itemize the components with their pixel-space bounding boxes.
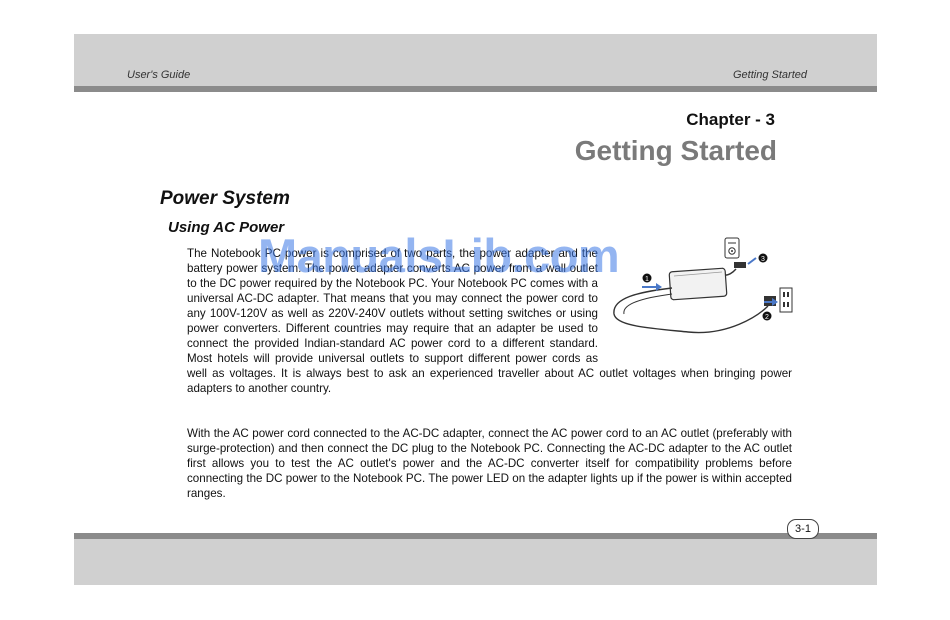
chapter-title: Getting Started bbox=[574, 135, 777, 166]
svg-text:1: 1 bbox=[645, 276, 649, 283]
header-left-text: User's Guide bbox=[127, 69, 191, 81]
footer-rule bbox=[74, 533, 877, 539]
paragraph-2: With the AC power cord connected to the … bbox=[187, 427, 792, 500]
ac-adapter-illustration: 1 2 3 bbox=[613, 237, 793, 334]
header-right-text: Getting Started bbox=[733, 69, 807, 81]
header-rule bbox=[74, 86, 877, 92]
svg-text:2: 2 bbox=[765, 314, 769, 321]
step-marker-1: 1 bbox=[642, 273, 652, 283]
subsection-title: Using AC Power bbox=[168, 219, 285, 236]
chapter-number: Chapter - 3 bbox=[686, 110, 775, 129]
footer-band bbox=[74, 539, 877, 585]
header-band bbox=[74, 34, 877, 86]
svg-text:3: 3 bbox=[761, 256, 765, 263]
step-marker-2: 2 bbox=[762, 311, 772, 321]
paragraph-1: The Notebook PC power is comprised of tw… bbox=[187, 247, 792, 395]
step-marker-3: 3 bbox=[758, 253, 768, 263]
paragraph-1-container: 1 2 3 The Notebook PC power is comprised… bbox=[187, 237, 793, 396]
page-number: 3-1 bbox=[787, 519, 819, 539]
section-title: Power System bbox=[160, 188, 290, 209]
